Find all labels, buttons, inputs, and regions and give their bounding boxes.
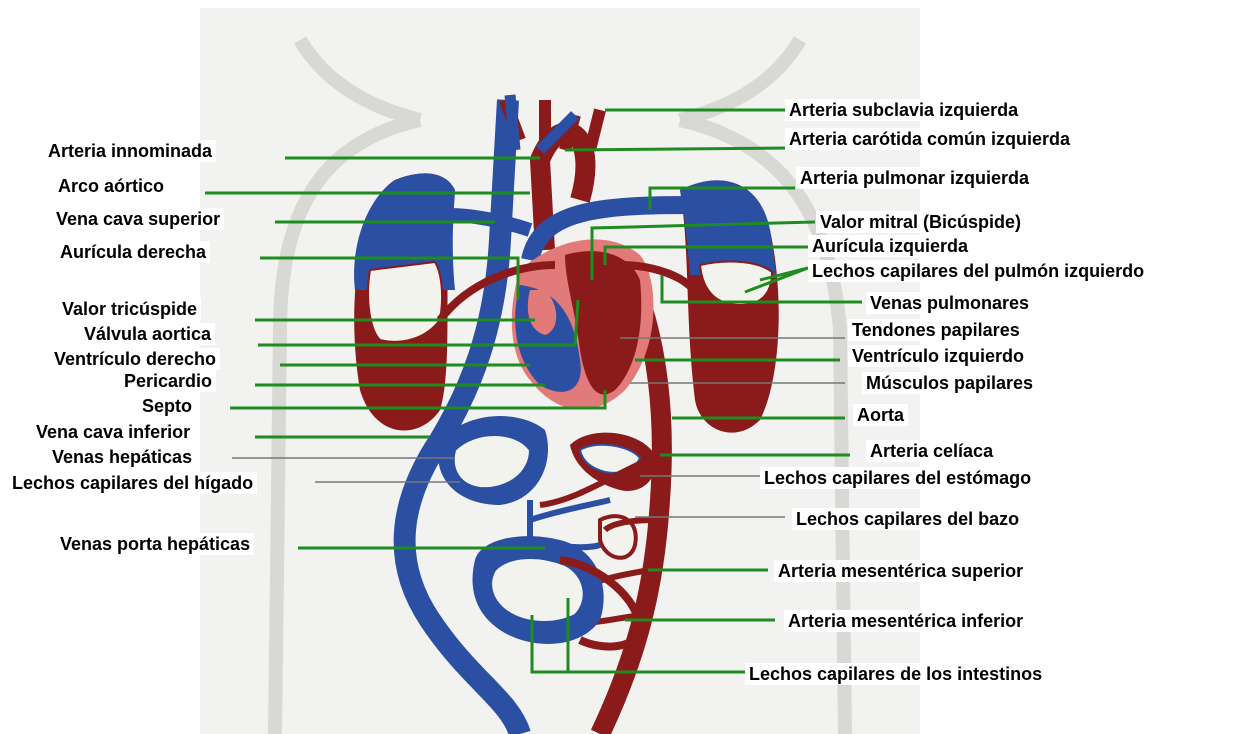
label-auricula-izquierda: Aurícula izquierda (808, 235, 972, 257)
label-lechos-estomago: Lechos capilares del estómago (760, 467, 1035, 489)
label-aorta: Aorta (853, 404, 908, 426)
liver (438, 416, 548, 505)
label-ventriculo-derecho: Ventrículo derecho (50, 348, 220, 370)
label-ventriculo-izquierdo: Ventrículo izquierdo (848, 345, 1028, 367)
label-valvula-aortica: Válvula aortica (80, 323, 215, 345)
label-lechos-pulmon-izquierdo: Lechos capilares del pulmón izquierdo (808, 260, 1148, 282)
label-tendones-papilares: Tendones papilares (848, 319, 1024, 341)
label-musculos-papilares: Músculos papilares (862, 372, 1037, 394)
label-arco-aortico: Arco aórtico (54, 175, 168, 197)
label-arteria-mesenterica-inferior: Arteria mesentérica inferior (784, 610, 1027, 632)
label-venas-pulmonares: Venas pulmonares (866, 292, 1033, 314)
label-septo: Septo (138, 395, 196, 417)
left-lung (680, 180, 779, 432)
label-lechos-intestinos: Lechos capilares de los intestinos (745, 663, 1046, 685)
label-arteria-carotida-comun-izquierda: Arteria carótida común izquierda (785, 128, 1074, 150)
label-auricula-derecha: Aurícula derecha (56, 241, 210, 263)
leader-carotida (565, 148, 790, 150)
label-arteria-subclavia-izquierda: Arteria subclavia izquierda (785, 99, 1022, 121)
label-valor-mitral: Valor mitral (Bicúspide) (816, 211, 1025, 233)
label-arteria-pulmonar-izquierda: Arteria pulmonar izquierda (796, 167, 1033, 189)
label-lechos-bazo: Lechos capilares del bazo (792, 508, 1023, 530)
label-vena-cava-inferior: Vena cava inferior (32, 421, 194, 443)
label-venas-porta-hepaticas: Venas porta hepáticas (56, 533, 254, 555)
label-pericardio: Pericardio (120, 370, 216, 392)
label-venas-hepaticas: Venas hepáticas (48, 446, 196, 468)
right-lung (354, 173, 455, 430)
label-valor-tricuspide: Valor tricúspide (58, 298, 201, 320)
label-arteria-innominada: Arteria innominada (44, 140, 216, 162)
label-arteria-celiaca: Arteria celíaca (866, 440, 997, 462)
label-arteria-mesenterica-superior: Arteria mesentérica superior (774, 560, 1027, 582)
label-vena-cava-superior: Vena cava superior (52, 208, 224, 230)
label-lechos-higado: Lechos capilares del hígado (8, 472, 257, 494)
